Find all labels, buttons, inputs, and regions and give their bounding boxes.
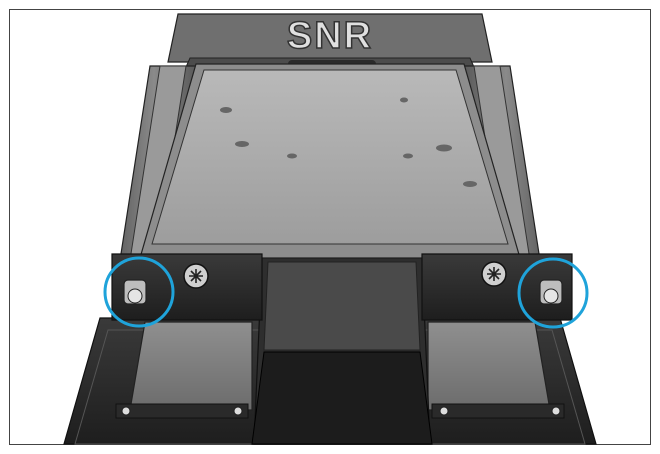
center-cover-strip (251, 257, 433, 445)
highlight-circle-left (103, 256, 175, 328)
logo-text: SNR (287, 15, 373, 57)
cross-screw-right (481, 261, 507, 287)
highlight-circle-right (517, 257, 589, 329)
base-pad-left (115, 321, 253, 419)
lubrication-nipple-left (123, 279, 147, 305)
base-pad-right (427, 321, 565, 419)
carriage-plate (139, 63, 521, 259)
lubrication-nipple-right (539, 279, 563, 305)
cross-screw-left (183, 263, 209, 289)
end-block-left (111, 253, 263, 321)
